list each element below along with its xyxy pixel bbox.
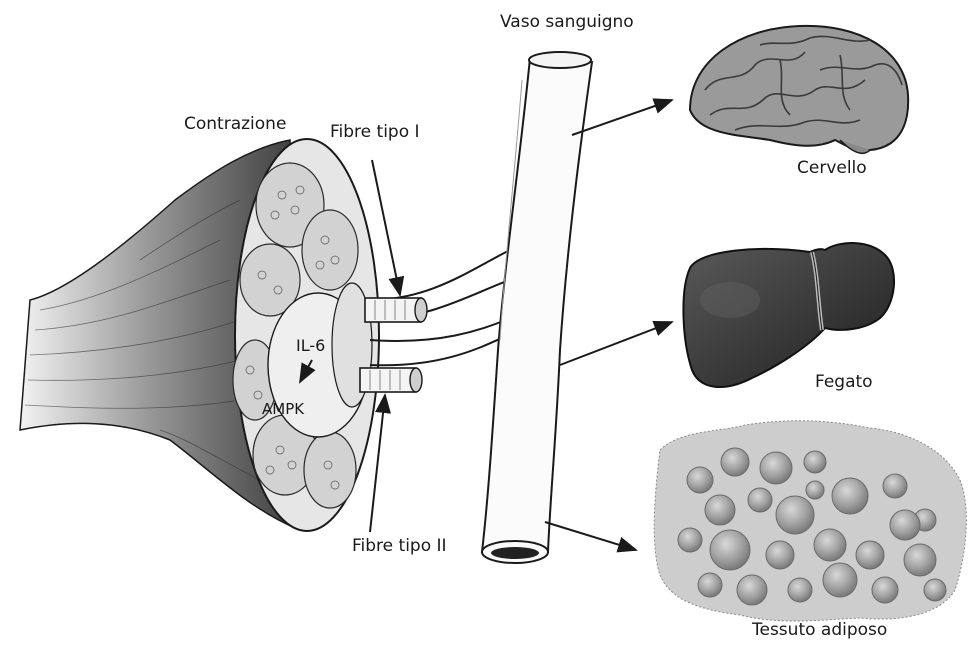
arrow-to-liver	[560, 322, 672, 365]
brain	[690, 26, 908, 153]
liver	[683, 243, 894, 387]
label-type1-fibers: Fibre tipo I	[330, 124, 420, 141]
label-brain: Cervello	[797, 160, 867, 177]
adipose-tissue	[654, 421, 966, 621]
label-adipose: Tessuto adiposo	[752, 622, 887, 639]
arrow-to-adipose	[545, 522, 636, 550]
label-type2-fibers: Fibre tipo II	[352, 538, 447, 555]
label-blood-vessel: Vaso sanguigno	[500, 14, 634, 31]
label-liver: Fegato	[815, 374, 873, 391]
blood-vessel	[482, 52, 592, 563]
label-il6: IL-6	[296, 338, 325, 354]
label-contraction: Contrazione	[184, 116, 286, 133]
label-ampk: AMPK	[262, 402, 304, 417]
type1-tube	[365, 298, 421, 322]
arrow-to-brain	[572, 100, 672, 135]
type2-tube	[360, 368, 416, 392]
muscle	[20, 139, 379, 531]
fiber-tubes	[360, 250, 510, 392]
